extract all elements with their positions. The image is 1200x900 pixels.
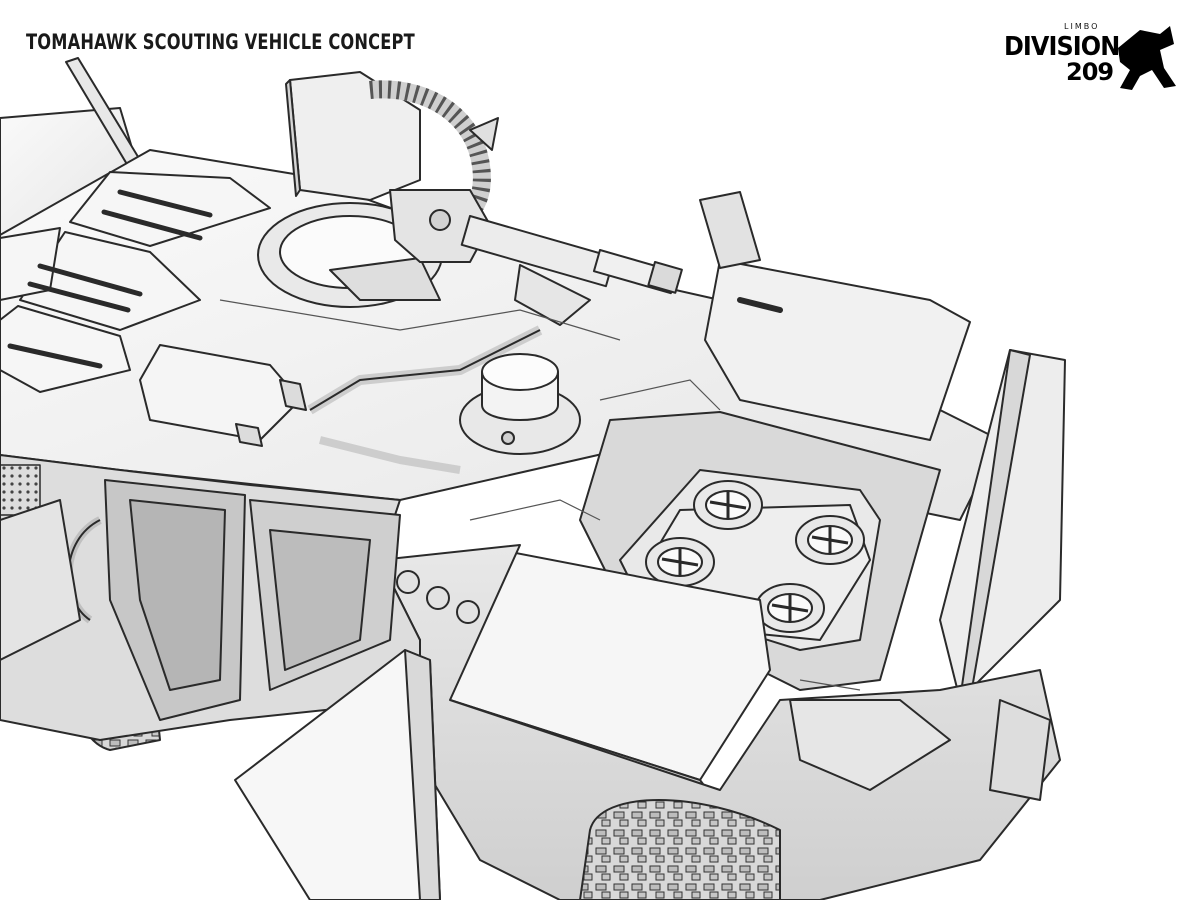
front-hull [379, 544, 1061, 900]
rotor-1 [693, 480, 763, 530]
rotor-3 [645, 537, 715, 587]
side-grille [0, 464, 41, 516]
rotor-4 [755, 583, 825, 633]
page-title: TOMAHAWK SCOUTING VEHICLE CONCEPT [26, 30, 415, 54]
logo-mech-icon [1118, 26, 1176, 90]
logo-wordmark: DIVISION [1004, 32, 1120, 62]
headlight-cluster [396, 570, 480, 624]
logo-number: 209 [1066, 58, 1114, 86]
left-fore-panel [0, 499, 81, 661]
logo-subtext: LIMBO [1064, 22, 1100, 31]
open-lid-right [939, 349, 1066, 701]
left-hatch-panels [0, 171, 271, 393]
rotor-2 [795, 515, 865, 565]
front-wheel [579, 799, 781, 900]
machine-gun [389, 189, 683, 295]
